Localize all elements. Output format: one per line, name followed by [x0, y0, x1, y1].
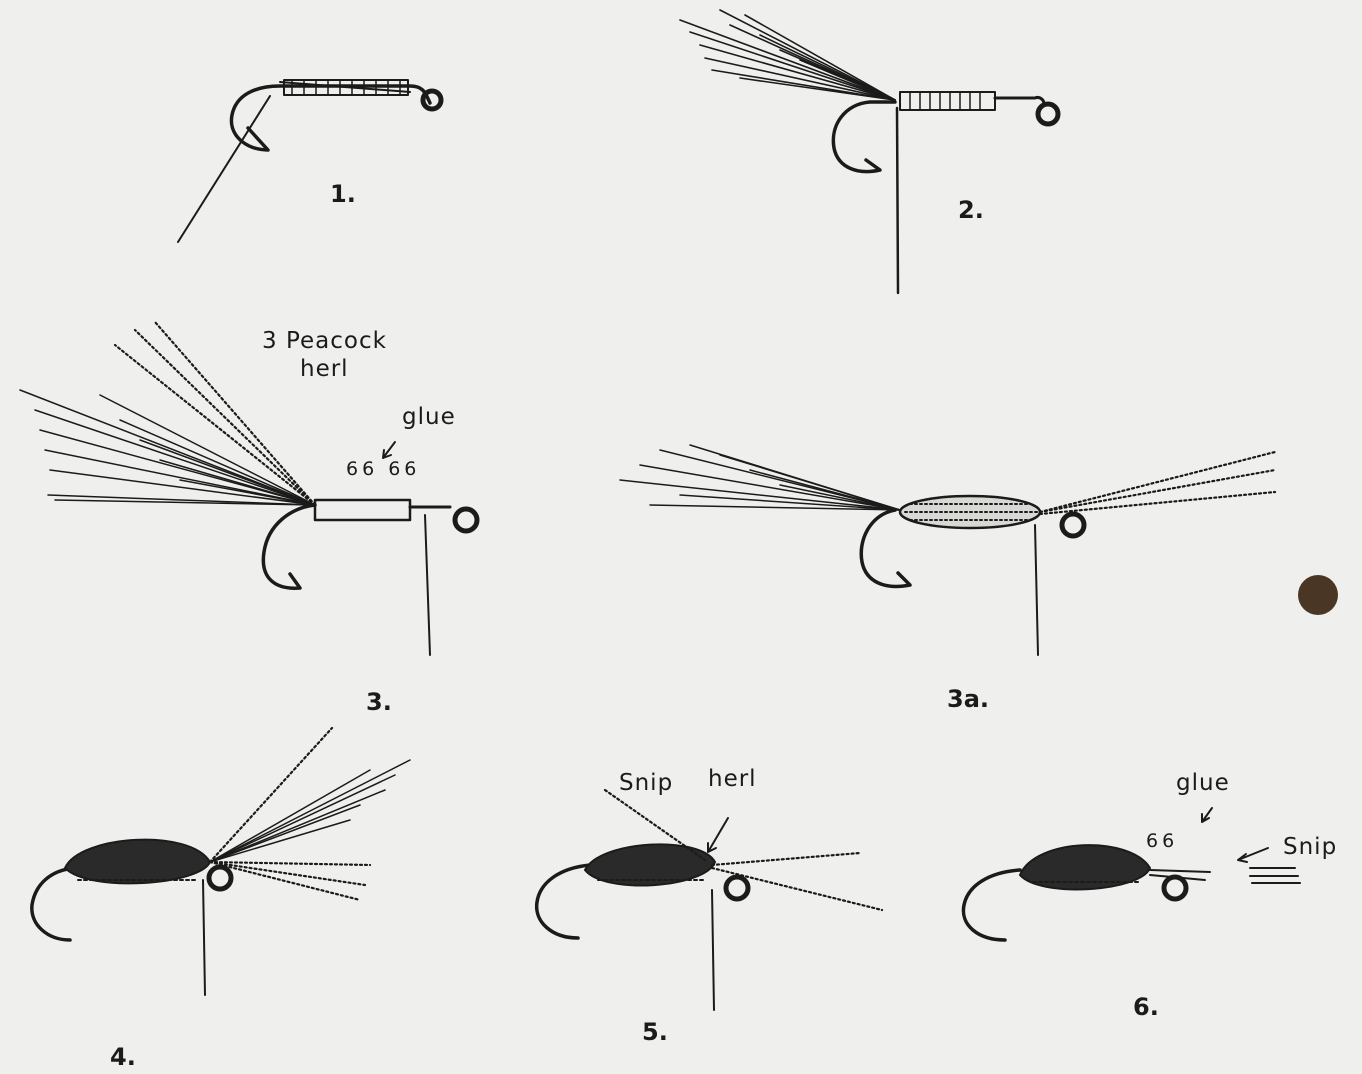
glue-drops-step3: 66 66 — [346, 458, 420, 480]
annotation-peacock-herl: herl — [300, 356, 349, 382]
step-6-body — [1020, 845, 1150, 889]
annotation-snip-step5: Snip — [619, 770, 673, 796]
step-3-hook — [263, 500, 477, 588]
brown-dot-mark — [1298, 575, 1338, 615]
step-2-body-wraps — [910, 92, 980, 110]
annotation-herl-step5: herl — [708, 766, 757, 792]
step-label-1: 1. — [330, 180, 356, 208]
annotation-glue-step6: glue — [1176, 770, 1230, 796]
step-6-snip-marks — [1250, 868, 1300, 883]
step-3a-herl-tips — [1040, 452, 1275, 514]
step-3-tail-fibers — [20, 390, 315, 505]
step-3-glue-arrow — [383, 442, 395, 458]
step-4-thread — [203, 880, 205, 995]
step-2-hook — [833, 92, 1058, 172]
step-label-6: 6. — [1133, 993, 1159, 1021]
glue-drops-step6: 66 — [1146, 830, 1178, 852]
step-3-thread — [425, 515, 430, 655]
annotation-peacock-count: 3 Peacock — [262, 328, 387, 354]
step-5-thread — [712, 890, 714, 1010]
step-1-hook — [231, 80, 441, 150]
step-2-thread — [897, 108, 898, 293]
step-label-5: 5. — [642, 1018, 668, 1046]
step-4-body — [65, 840, 210, 884]
step-label-3: 3. — [366, 688, 392, 716]
step-3a-tail-fibers — [620, 445, 900, 510]
annotation-snip-step6: Snip — [1283, 834, 1337, 860]
step-label-4: 4. — [110, 1043, 136, 1071]
step-6-glue-arrow — [1202, 808, 1212, 822]
step-6-snip-arrow — [1238, 848, 1268, 862]
step-5-body — [585, 844, 715, 885]
step-3a-herl-body — [900, 496, 1040, 528]
step-2-tail-fibers — [680, 10, 895, 100]
step-6-trimmed-ends — [1150, 870, 1210, 880]
step-5-herl-arrow — [708, 818, 728, 852]
step-3a-thread — [1035, 525, 1038, 655]
annotation-glue-step3: glue — [402, 404, 456, 430]
step-label-2: 2. — [958, 196, 984, 224]
step-1-thread — [178, 96, 270, 242]
step-label-3a: 3a. — [947, 685, 989, 713]
step-4-fibers — [210, 760, 410, 862]
step-4-herl — [210, 728, 370, 900]
